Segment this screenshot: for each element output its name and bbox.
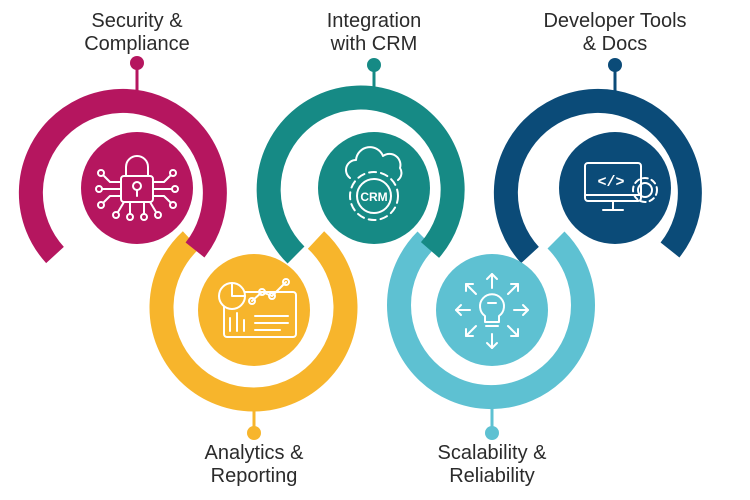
label-developer: Developer Tools & Docs [520,10,710,56]
circle-integration [318,132,430,244]
connector-scalability [485,400,499,440]
ring-security [18,88,227,264]
circle-security [81,132,193,244]
connector-integration [367,58,381,97]
label-analytics-line2: Reporting [210,465,298,487]
label-analytics: Analytics & Reporting [159,442,349,488]
ring-scalability [387,231,595,410]
circle-analytics [198,254,310,366]
lightbulb-arrows-icon [455,273,529,349]
label-scalability-line2: Reliability [449,465,535,487]
label-scalability: Scalability & Reliability [397,442,587,488]
label-scalability-line1: Scalability & [437,442,547,464]
label-developer-line2: & Docs [582,33,648,55]
connector-dot [130,56,144,70]
label-security: Security & Compliance [42,10,232,56]
connector-security [130,56,144,97]
ring-integration [256,85,465,264]
ring-analytics [149,231,358,412]
analytics-dashboard-icon [218,278,297,338]
connector-analytics [247,400,261,440]
connector-developer [608,58,622,97]
label-integration-line1: Integration [326,10,422,32]
label-developer-line1: Developer Tools [543,10,687,32]
lock-network-icon [95,155,179,221]
ring-developer [493,88,702,264]
label-integration-line2: with CRM [330,33,418,55]
connector-dot [485,426,499,440]
connector-dot [367,58,381,72]
code-text: </> [597,174,624,191]
connector-dot [247,426,261,440]
label-integration: Integration with CRM [279,10,469,56]
label-security-line2: Compliance [84,33,190,55]
circle-developer [559,132,671,244]
connector-dot [608,58,622,72]
label-analytics-line1: Analytics & [204,442,304,464]
label-security-line1: Security & [91,10,183,32]
crm-text: CRM [360,190,387,204]
crm-cloud-gear-icon: CRM [345,146,403,221]
code-monitor-gear-icon: </> [584,162,658,211]
circle-scalability [436,254,548,366]
